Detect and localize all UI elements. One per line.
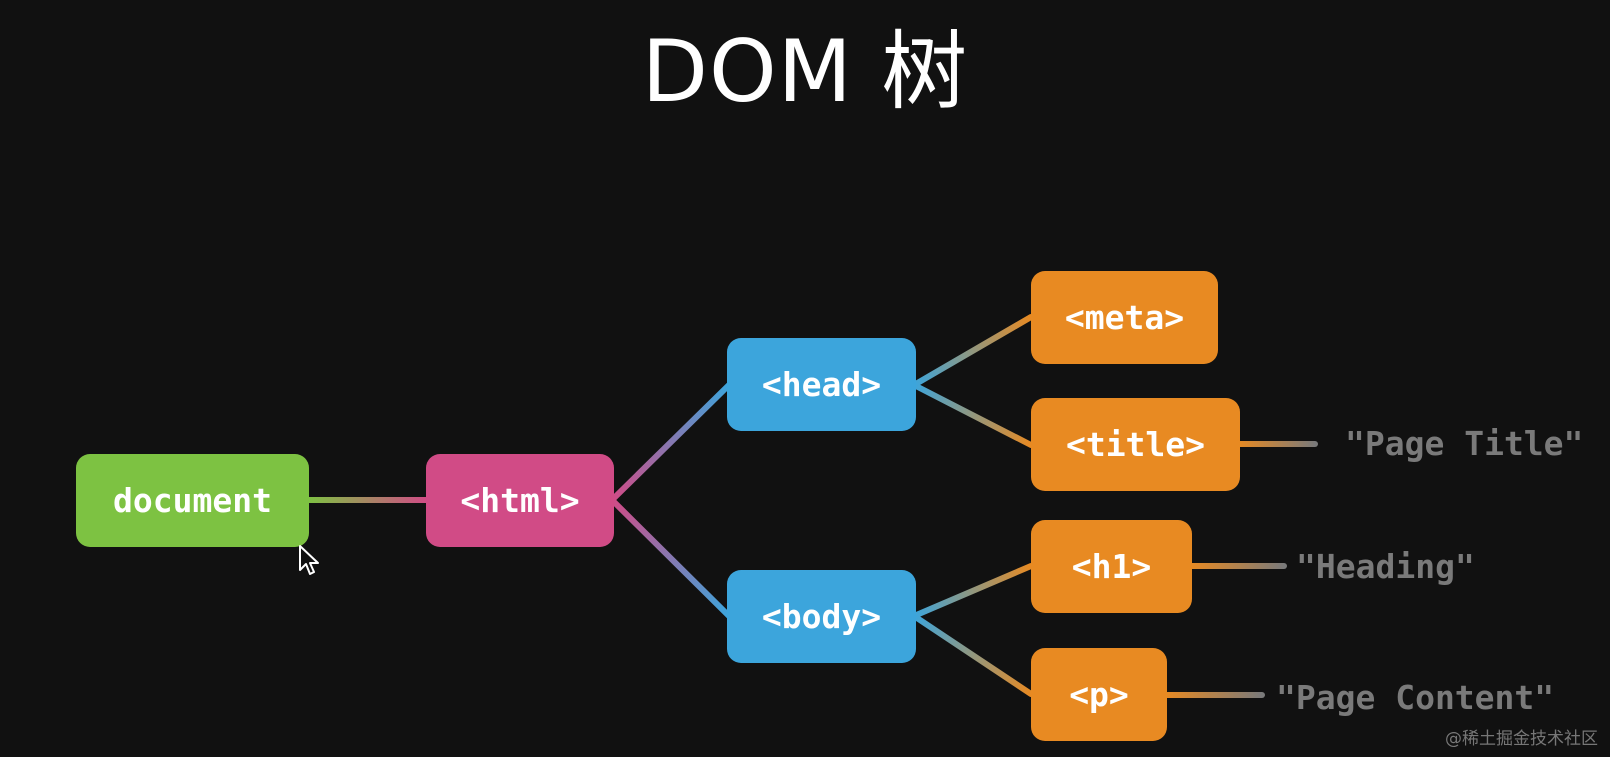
edge-body-h1 — [911, 563, 1034, 619]
edge-head-meta — [911, 314, 1034, 388]
node-html: <html> — [426, 454, 614, 547]
node-meta: <meta> — [1031, 271, 1218, 364]
watermark: @稀土掘金技术社区 — [1445, 729, 1598, 749]
node-p: <p> — [1031, 648, 1167, 741]
node-document: document — [76, 454, 309, 547]
text-node-page-title: "Page Title" — [1345, 424, 1584, 463]
node-body: <body> — [727, 570, 916, 663]
mouse-pointer-icon — [299, 545, 319, 575]
text-node-page-content: "Page Content" — [1276, 678, 1555, 717]
edge-html-head — [609, 382, 732, 503]
node-h1: <h1> — [1031, 520, 1192, 613]
edge-head-title — [911, 382, 1034, 448]
page-title: DOM 树 — [641, 22, 969, 122]
edge-html-body — [609, 497, 732, 619]
edge-body-p — [911, 613, 1034, 697]
node-head: <head> — [727, 338, 916, 431]
node-title: <title> — [1031, 398, 1240, 491]
text-node-heading: "Heading" — [1296, 547, 1475, 586]
